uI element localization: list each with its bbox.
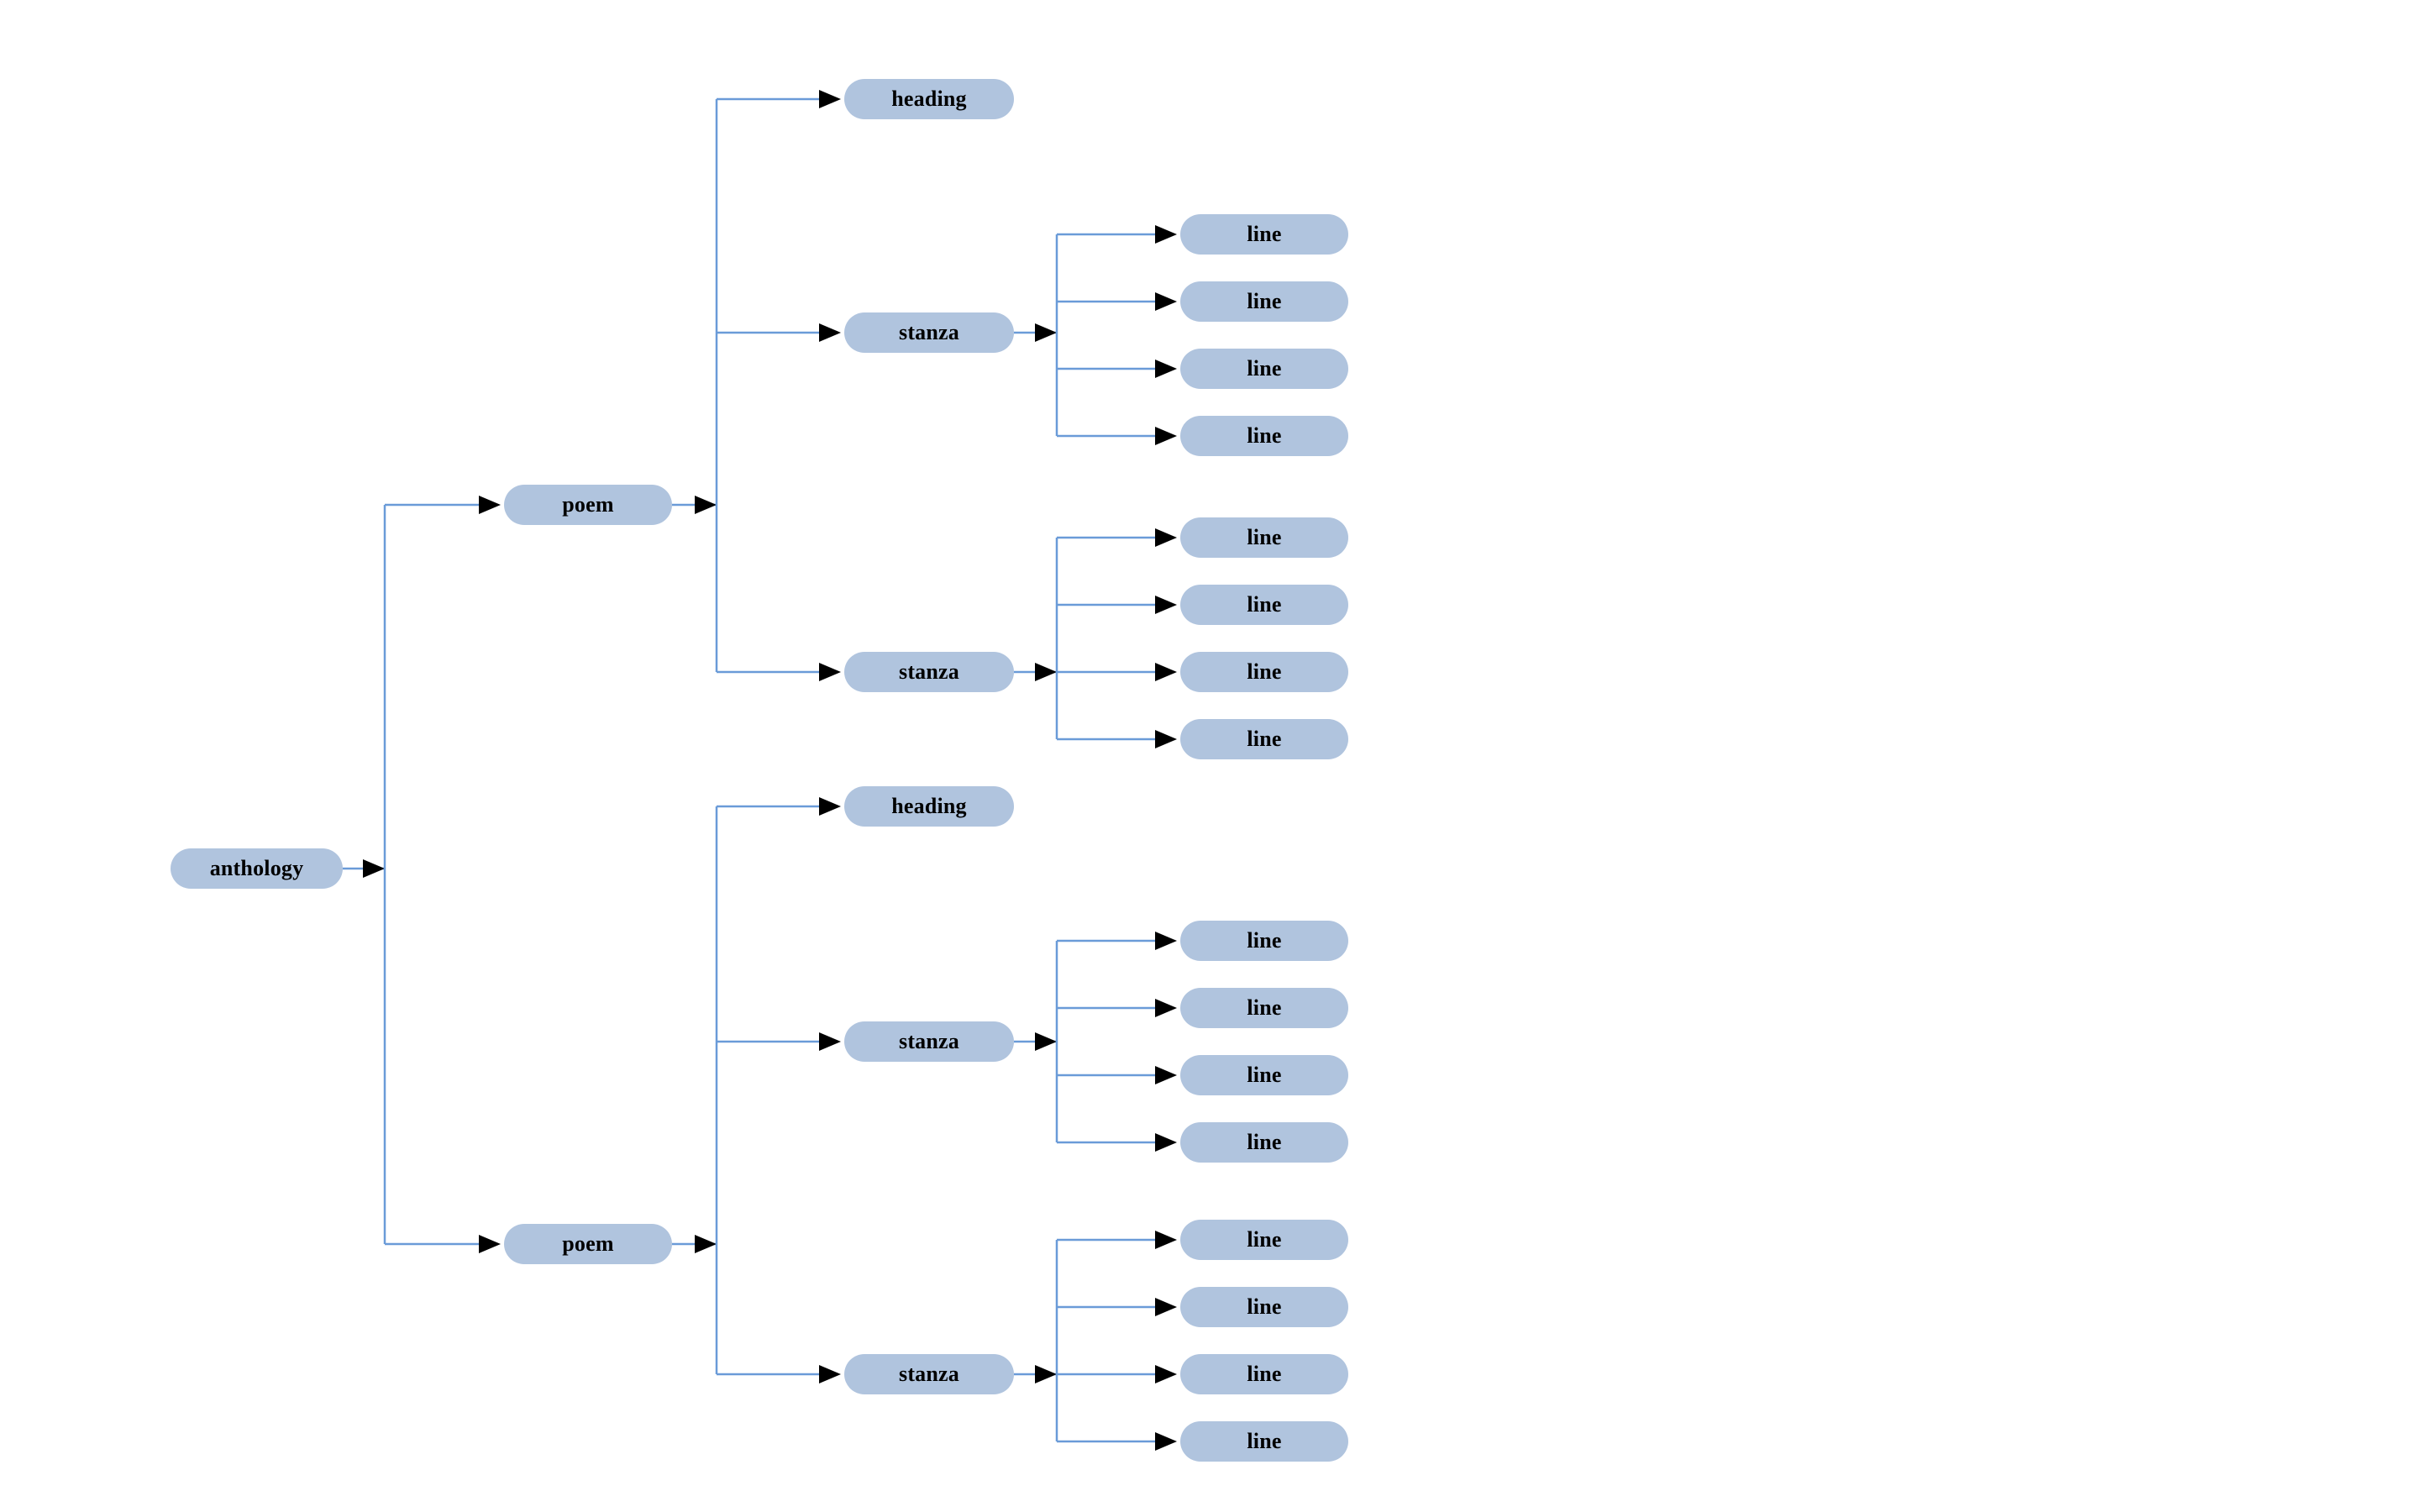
node-label: stanza: [899, 1362, 959, 1386]
node-poem1-stanza1[interactable]: stanza: [844, 312, 1014, 353]
node-poem1-stanza2-line2[interactable]: line: [1180, 585, 1348, 625]
node-label: heading: [891, 87, 967, 111]
node-poem2-heading[interactable]: heading: [844, 786, 1014, 827]
node-poem1-heading[interactable]: heading: [844, 79, 1014, 119]
node-label: line: [1247, 289, 1282, 313]
node-label: poem: [562, 1231, 614, 1256]
node-label: line: [1247, 1130, 1282, 1154]
node-poem1-stanza2[interactable]: stanza: [844, 652, 1014, 692]
node-label: anthology: [209, 856, 304, 880]
node-poem2-stanza2-line3[interactable]: line: [1180, 1354, 1348, 1394]
node-label: line: [1247, 727, 1282, 751]
node-label: line: [1247, 928, 1282, 953]
node-poem2-stanza1-line1[interactable]: line: [1180, 921, 1348, 961]
node-poem1-stanza1-line4[interactable]: line: [1180, 416, 1348, 456]
node-label: line: [1247, 1294, 1282, 1319]
node-label: line: [1247, 525, 1282, 549]
node-label: line: [1247, 356, 1282, 381]
node-poem1-stanza2-line4[interactable]: line: [1180, 719, 1348, 759]
node-poem1-stanza2-line1[interactable]: line: [1180, 517, 1348, 558]
node-label: stanza: [899, 659, 959, 684]
node-poem1-stanza2-line3[interactable]: line: [1180, 652, 1348, 692]
node-poem1-stanza1-line1[interactable]: line: [1180, 214, 1348, 255]
node-poem2-stanza2-line2[interactable]: line: [1180, 1287, 1348, 1327]
node-poem2-stanza1-line2[interactable]: line: [1180, 988, 1348, 1028]
node-label: stanza: [899, 320, 959, 344]
node-poem2-stanza2[interactable]: stanza: [844, 1354, 1014, 1394]
node-poem2-stanza1-line4[interactable]: line: [1180, 1122, 1348, 1163]
node-label: stanza: [899, 1029, 959, 1053]
node-poem1-stanza1-line3[interactable]: line: [1180, 349, 1348, 389]
node-poem1[interactable]: poem: [504, 485, 672, 525]
node-poem2-stanza1[interactable]: stanza: [844, 1021, 1014, 1062]
node-poem2-stanza2-line1[interactable]: line: [1180, 1220, 1348, 1260]
node-label: heading: [891, 794, 967, 818]
node-label: line: [1247, 659, 1282, 684]
node-label: line: [1247, 1429, 1282, 1453]
node-poem2-stanza1-line3[interactable]: line: [1180, 1055, 1348, 1095]
node-anthology[interactable]: anthology: [171, 848, 343, 889]
node-label: line: [1247, 222, 1282, 246]
node-label: line: [1247, 592, 1282, 617]
node-label: line: [1247, 1063, 1282, 1087]
node-label: line: [1247, 423, 1282, 448]
node-label: poem: [562, 492, 614, 517]
node-label: line: [1247, 1227, 1282, 1252]
node-poem2[interactable]: poem: [504, 1224, 672, 1264]
node-label: line: [1247, 995, 1282, 1020]
node-poem1-stanza1-line2[interactable]: line: [1180, 281, 1348, 322]
node-label: line: [1247, 1362, 1282, 1386]
node-poem2-stanza2-line4[interactable]: line: [1180, 1421, 1348, 1462]
